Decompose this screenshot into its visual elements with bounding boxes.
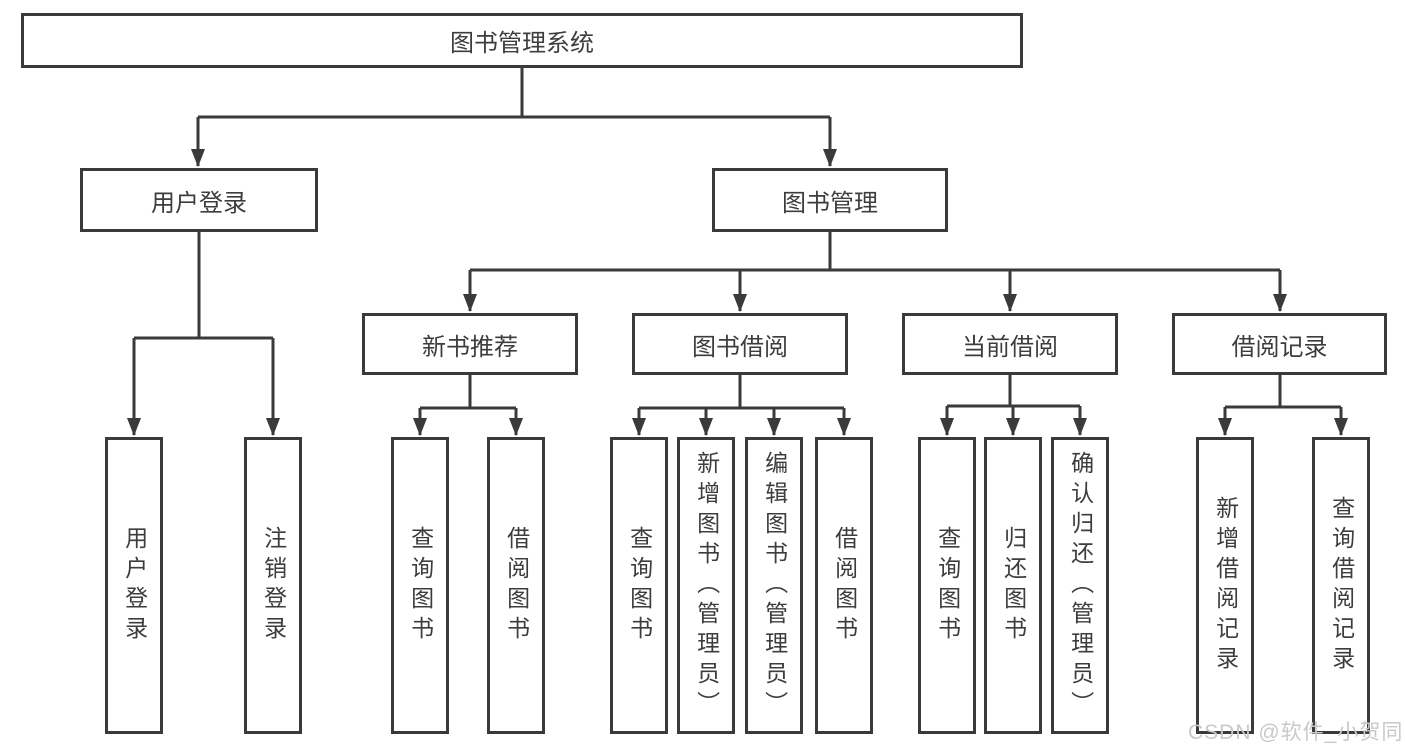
leaf-records-query-borrow-record-label: 查询借阅记录 — [1328, 495, 1355, 676]
edges-root — [191, 68, 837, 167]
leaf-borrowing-query-books-label: 查询图书 — [626, 525, 653, 646]
node-current-borrowing: 当前借阅 — [902, 313, 1118, 375]
node-borrow-records: 借阅记录 — [1172, 313, 1387, 375]
leaf-recommend-query-books: 查询图书 — [391, 437, 449, 734]
leaf-borrowing-edit-books-admin-label: 编辑图书（管理员） — [761, 450, 788, 721]
leaf-recommend-query-books-label: 查询图书 — [407, 525, 434, 646]
edges-new-book-recommend — [413, 375, 523, 436]
leaf-recommend-borrow-books-label: 借阅图书 — [503, 525, 530, 646]
node-book-borrowing: 图书借阅 — [632, 313, 848, 375]
edges-borrow-records — [1218, 375, 1348, 436]
node-user-login: 用户登录 — [80, 168, 318, 232]
node-current-borrowing-label: 当前借阅 — [962, 333, 1058, 361]
leaf-borrowing-add-books-admin: 新增图书（管理员） — [677, 437, 735, 734]
leaf-current-query-books: 查询图书 — [918, 437, 976, 734]
leaf-current-query-books-label: 查询图书 — [934, 525, 961, 646]
leaf-borrowing-edit-books-admin: 编辑图书（管理员） — [745, 437, 803, 734]
node-book-management: 图书管理 — [712, 168, 948, 232]
leaf-recommend-borrow-books: 借阅图书 — [487, 437, 545, 734]
leaf-current-return-books: 归还图书 — [984, 437, 1042, 734]
leaf-user-login: 用户登录 — [105, 437, 163, 734]
leaf-borrowing-query-books: 查询图书 — [610, 437, 668, 734]
leaf-records-add-borrow-record: 新增借阅记录 — [1196, 437, 1254, 734]
edges-book-management — [463, 232, 1287, 312]
leaf-current-confirm-return-admin-label: 确认归还（管理员） — [1067, 450, 1094, 721]
leaf-records-add-borrow-record-label: 新增借阅记录 — [1212, 495, 1239, 676]
node-new-book-recommend-label: 新书推荐 — [422, 333, 518, 361]
csdn-watermark: CSDN @软件_小贺同学 — [1188, 721, 1404, 744]
edges-current-borrowing — [940, 375, 1087, 436]
leaf-current-return-books-label: 归还图书 — [1000, 525, 1027, 646]
leaf-logout: 注销登录 — [244, 437, 302, 734]
leaf-borrowing-borrow-books-label: 借阅图书 — [831, 525, 858, 646]
node-new-book-recommend: 新书推荐 — [362, 313, 578, 375]
node-library-system: 图书管理系统 — [21, 13, 1023, 68]
node-library-system-label: 图书管理系统 — [450, 30, 594, 57]
node-book-management-label: 图书管理 — [782, 189, 878, 217]
node-book-borrowing-label: 图书借阅 — [692, 333, 788, 361]
leaf-records-query-borrow-record: 查询借阅记录 — [1312, 437, 1370, 734]
node-user-login-label: 用户登录 — [151, 189, 247, 217]
leaf-borrowing-borrow-books: 借阅图书 — [815, 437, 873, 734]
leaf-borrowing-add-books-admin-label: 新增图书（管理员） — [693, 450, 720, 721]
leaf-current-confirm-return-admin: 确认归还（管理员） — [1051, 437, 1109, 734]
leaf-logout-label: 注销登录 — [260, 525, 287, 646]
edges-user-login — [127, 232, 280, 436]
node-borrow-records-label: 借阅记录 — [1231, 333, 1328, 361]
leaf-user-login-label: 用户登录 — [121, 525, 148, 646]
edges-book-borrowing — [632, 375, 851, 436]
